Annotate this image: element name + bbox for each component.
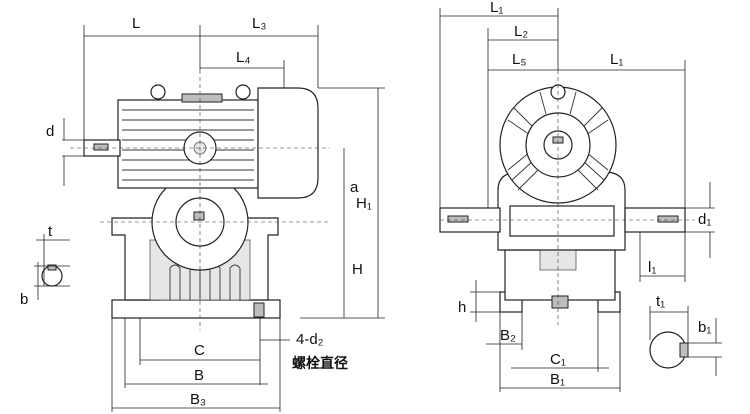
label-C: C — [194, 342, 205, 359]
label-B: B — [194, 367, 204, 384]
side-foot-bolt — [253, 302, 265, 318]
side-view-dimensions — [34, 25, 385, 412]
side-view — [70, 70, 330, 330]
label-bolt-note: 螺栓直径 — [292, 355, 348, 372]
front-output-hub — [509, 205, 615, 237]
label-B2: B₂ — [500, 327, 516, 344]
front-view — [439, 70, 695, 325]
side-view-labels: L L₃ L₄ d a H₁ H t b C B B₃ 4-d₂ 螺栓直径 — [20, 15, 372, 408]
label-L2: L₂ — [514, 23, 528, 40]
side-lifting-lug-right — [235, 84, 251, 100]
front-drain-plug — [551, 295, 569, 309]
side-output-keyway — [193, 211, 205, 221]
label-d: d — [46, 123, 54, 140]
front-shaft-section-key — [679, 342, 689, 358]
label-l1: l₁ — [648, 259, 656, 276]
side-breather-cap — [181, 93, 223, 103]
label-L3: L₃ — [252, 15, 266, 32]
front-radial-fins — [507, 91, 609, 191]
label-b: b — [20, 291, 28, 308]
label-t1: t₁ — [656, 293, 665, 310]
front-view-dimensions — [439, 8, 722, 392]
label-C1: C₁ — [550, 351, 566, 368]
label-L: L — [132, 15, 140, 32]
label-H1: H₁ — [356, 195, 372, 212]
side-fan-cover — [257, 87, 319, 199]
label-B3: B₃ — [190, 391, 206, 408]
label-L5: L₅ — [512, 51, 526, 68]
front-worm-shaft — [543, 130, 573, 160]
label-d2: 4-d₂ — [296, 331, 324, 348]
side-input-keyway — [93, 143, 109, 151]
front-keyway-right — [657, 215, 679, 223]
side-shaft-section-key — [47, 264, 57, 271]
label-d1: d₁ — [698, 211, 711, 228]
front-keyway-left — [447, 215, 469, 223]
side-lifting-lug-left — [150, 84, 166, 100]
label-t: t — [48, 223, 53, 240]
label-h: h — [458, 299, 466, 316]
front-view-labels: L₁ L₂ L₅ L₁ d₁ l₁ h B₂ C₁ B₁ t₁ b₁ — [458, 0, 711, 388]
label-L1-right: L₁ — [610, 51, 623, 68]
label-b1: b₁ — [698, 319, 711, 336]
label-L4: L₄ — [236, 49, 250, 66]
label-B1: B₁ — [550, 371, 565, 388]
label-L1-top: L₁ — [490, 0, 503, 16]
label-a: a — [350, 179, 359, 196]
label-H: H — [352, 261, 363, 278]
